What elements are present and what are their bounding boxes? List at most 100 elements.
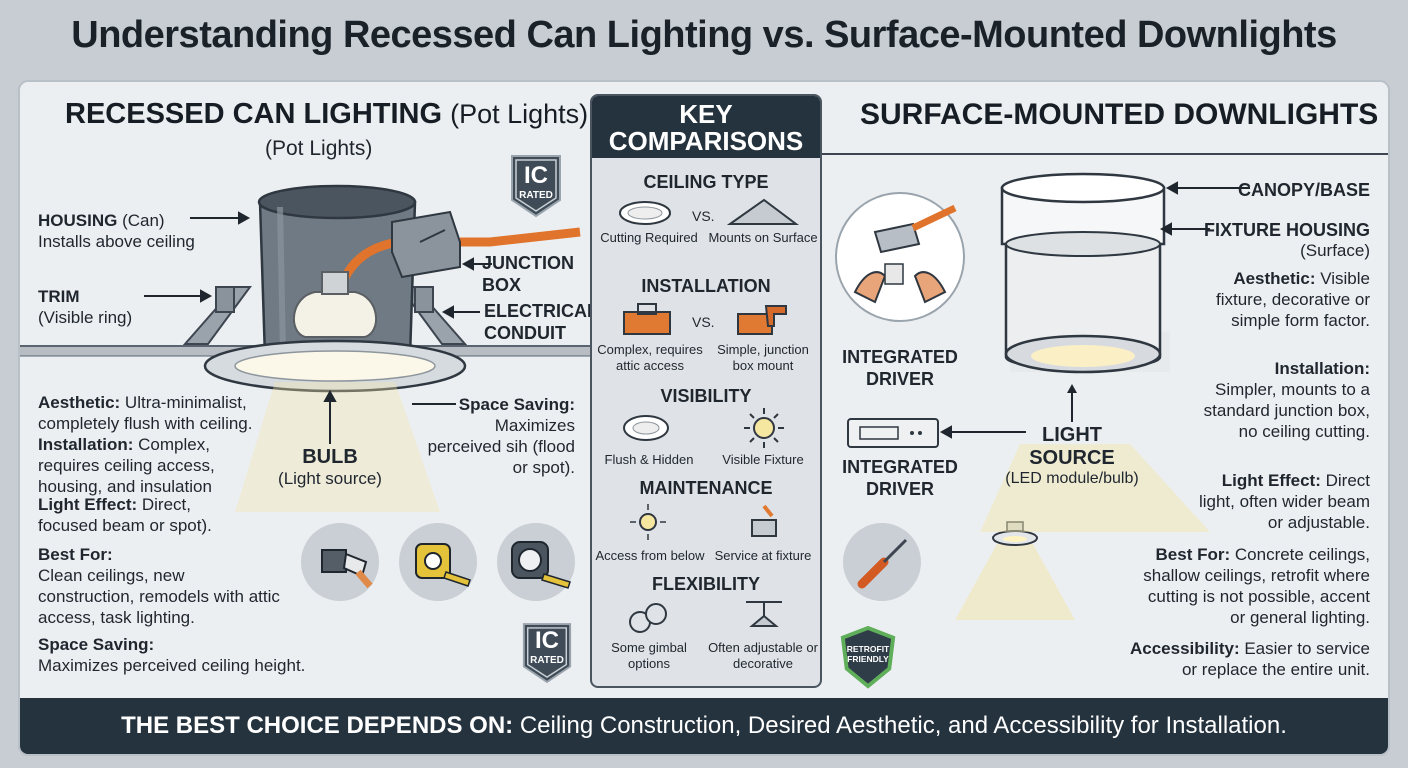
right-installation: Installation:Simpler, mounts to a standa… xyxy=(1190,358,1370,442)
left-heading-text: RECESSED CAN LIGHTING xyxy=(65,98,443,130)
tape-measure-icon-2 xyxy=(497,523,575,601)
driver-box-icon xyxy=(847,418,939,448)
visible-fixture-icon xyxy=(744,408,784,448)
footer-bold: THE BEST CHOICE DEPENDS ON: xyxy=(121,712,514,739)
fixture-housing-label: FIXTURE HOUSING(Surface) xyxy=(1170,220,1370,261)
access-below-icon xyxy=(630,504,666,540)
right-aesthetic-label: Aesthetic: xyxy=(1233,269,1316,288)
housing-label-rest: (Can) xyxy=(117,211,165,230)
hole-saw-drill-icon xyxy=(301,523,379,601)
left-light-effect-text: Direct, focused beam or spot). xyxy=(38,495,212,535)
ic-badge-rated: RATED xyxy=(519,190,553,201)
left-space-saving-label: Space Saving: xyxy=(38,635,155,654)
right-light-effect: Light Effect: Direct light, often wider … xyxy=(1190,470,1370,533)
light-source-bold: LIGHT SOURCE xyxy=(1029,424,1115,469)
section-installation: INSTALLATION xyxy=(641,276,771,296)
screwdriver-icon xyxy=(843,523,921,601)
maintenance-left-caption: Access from below xyxy=(595,548,705,563)
main-card: RECESSED CAN LIGHTING (Pot Lights) (Pot … xyxy=(18,80,1390,756)
right-accessibility: Accessibility: Easier to service or repl… xyxy=(1120,638,1370,680)
left-space-saving: Space Saving: Maximizes perceived ceiling… xyxy=(38,634,328,676)
left-space-saving-text: Maximizes perceived ceiling height. xyxy=(38,656,306,675)
right-arrows xyxy=(1159,181,1250,236)
trim-label: TRIM (Visible ring) xyxy=(38,286,132,328)
right-best-for-label: Best For: xyxy=(1155,545,1231,564)
housing-label-line2: Installs above ceiling xyxy=(38,232,195,251)
key-comparisons-heading: KEY COMPARISONS xyxy=(592,96,820,158)
right-ceiling-line xyxy=(822,153,1388,155)
left-heading-sub: (Pot Lights) xyxy=(450,99,589,129)
ic-rated-badge-icon xyxy=(511,155,561,218)
installation-hands-icon xyxy=(835,192,965,322)
installation-right-caption: Simple, junction box mount xyxy=(717,342,809,373)
right-heading: SURFACE-MOUNTED DOWNLIGHTS xyxy=(860,98,1379,131)
left-installation: Installation: Complex, requires ceiling … xyxy=(38,434,238,497)
right-light-effect-label: Light Effect: xyxy=(1221,471,1321,490)
trim-label-line2: (Visible ring) xyxy=(38,308,133,327)
surface-downlight-illustration xyxy=(980,172,1210,532)
left-aesthetic-label: Aesthetic: xyxy=(38,393,121,412)
retrofit-text-1: RETROFIT xyxy=(846,644,890,654)
light-source-sub: (LED module/bulb) xyxy=(1005,470,1139,487)
right-light-effect-text: Direct light, often wider beam or adjust… xyxy=(1198,471,1370,532)
bulb-label: BULB(Light source) xyxy=(275,446,385,489)
left-aesthetic: Aesthetic: Ultra-minimalist, completely … xyxy=(38,392,268,434)
canopy-label: CANOPY/BASE xyxy=(1237,180,1370,200)
integrated-driver-label-1: INTEGRATED DRIVER xyxy=(842,347,958,389)
flexibility-left-caption: Some gimbal options xyxy=(611,640,687,671)
left-light-effect: Light Effect: Direct, focused beam or sp… xyxy=(38,494,253,536)
maintenance-right-caption: Service at fixture xyxy=(714,548,812,563)
ceiling-right-caption: Mounts on Surface xyxy=(708,230,818,245)
housing-label-bold: HOUSING xyxy=(38,211,118,230)
visibility-left-caption: Flush & Hidden xyxy=(604,452,694,467)
integrated-driver-label-2: INTEGRATED DRIVER xyxy=(842,457,958,499)
key-comparisons-panel: KEY COMPARISONS CEILING TYPE VS. Cutting… xyxy=(590,94,822,688)
tape-measure-icon xyxy=(399,523,477,601)
right-accessibility-text: Easier to service or replace the entire … xyxy=(1181,639,1370,679)
left-heading-sub2: (Pot Lights) xyxy=(265,137,373,160)
footer-rest: Ceiling Construction, Desired Aesthetic,… xyxy=(513,712,1287,739)
space-saving-callout: Space Saving: Maximizes perceived sih (fl… xyxy=(425,394,575,478)
space-saving-callout-label: Space Saving: xyxy=(458,395,575,414)
bulb-label-bold: BULB xyxy=(302,446,358,468)
vs-label: VS. xyxy=(692,208,715,224)
left-light-effect-label: Light Effect: xyxy=(38,495,138,514)
visibility-right-caption: Visible Fixture xyxy=(722,452,804,467)
flush-ceiling-icon xyxy=(619,201,671,225)
right-aesthetic: Aesthetic: Visible fixture, decorative o… xyxy=(1190,268,1370,331)
vs-label-2: VS. xyxy=(692,314,715,330)
right-installation-text: Simpler, mounts to a standard junction b… xyxy=(1203,380,1370,441)
retrofit-text-2: FRIENDLY xyxy=(847,654,889,664)
toolbox-icon xyxy=(623,303,671,335)
left-aesthetic-text: Ultra-minimalist, completely flush with … xyxy=(38,393,253,433)
left-best-for-text: Clean ceilings, new construction, remode… xyxy=(38,566,280,627)
right-best-for-text: Concrete ceilings, shallow ceilings, ret… xyxy=(1143,545,1370,627)
left-installation-label: Installation: xyxy=(38,435,134,454)
bulb-label-sub: (Light source) xyxy=(278,469,382,488)
adjustable-fixture-icon xyxy=(746,601,782,627)
junction-box-label: JUNCTION BOX xyxy=(482,253,575,295)
trim-label-bold: TRIM xyxy=(38,287,80,306)
small-downlight-icon xyxy=(955,521,1075,620)
ic-badge-label-2: IC xyxy=(535,627,559,654)
right-aesthetic-text: Visible fixture, decorative or simple fo… xyxy=(1215,269,1370,330)
gimbal-icon xyxy=(629,603,667,633)
recessed-can-illustration xyxy=(20,184,592,512)
light-source-arrow xyxy=(939,425,1026,439)
ic-badge-rated-2: RATED xyxy=(530,655,564,666)
light-source-label: LIGHT SOURCE(LED module/bulb) xyxy=(1002,424,1142,488)
service-fixture-icon xyxy=(751,504,777,537)
retrofit-friendly-badge-icon xyxy=(840,625,896,689)
installation-left-caption: Complex, requires attic access xyxy=(597,342,703,373)
page-title: Understanding Recessed Can Lighting vs. … xyxy=(71,14,1337,56)
space-saving-callout-text: Maximizes perceived sih (flood or spot). xyxy=(427,416,575,477)
flush-hidden-icon xyxy=(623,415,669,441)
ic-rated-badge-icon-2 xyxy=(522,623,572,684)
section-maintenance: MAINTENANCE xyxy=(639,478,773,498)
section-ceiling-type: CEILING TYPE xyxy=(643,172,769,192)
right-best-for: Best For: Concrete ceilings, shallow cei… xyxy=(1130,544,1370,628)
left-heading: RECESSED CAN LIGHTING (Pot Lights) xyxy=(65,98,588,131)
left-best-for: Best For:Clean ceilings, new constructio… xyxy=(38,544,283,628)
housing-label: HOUSING (Can) Installs above ceiling xyxy=(38,210,195,252)
left-installation-text: Complex, requires ceiling access, housin… xyxy=(38,435,215,496)
